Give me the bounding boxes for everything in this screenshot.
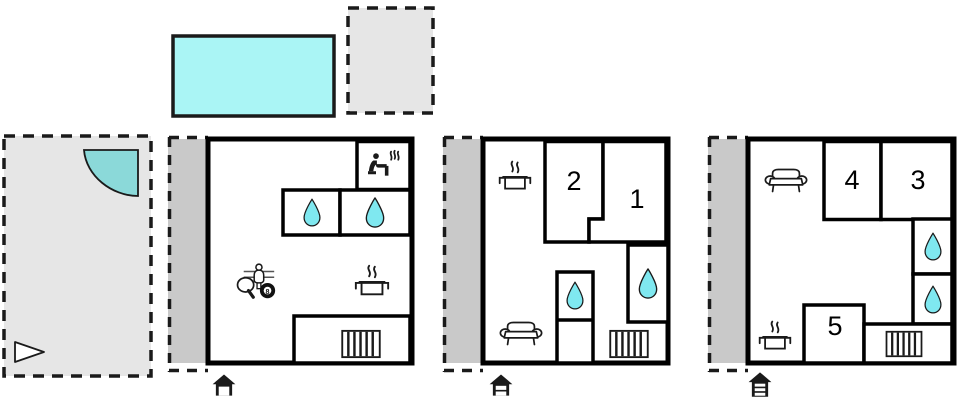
room-heating[interactable]	[862, 322, 954, 365]
floor-shadow-strip	[442, 135, 483, 373]
room-heating[interactable]	[292, 314, 412, 365]
room-sauna[interactable]	[355, 139, 412, 192]
room-heating[interactable]	[609, 329, 649, 359]
floor-ground[interactable]: 2 1	[442, 135, 671, 396]
floor-basement[interactable]	[167, 135, 415, 396]
floor-upper[interactable]: 4 3 5	[707, 135, 957, 397]
radiator-icon	[885, 330, 923, 358]
room-number-4: 4	[844, 165, 859, 195]
entrance-marker-basement	[212, 374, 236, 396]
room-number-2: 2	[566, 166, 581, 196]
room-bedroom-3[interactable]: 3	[879, 139, 954, 222]
room-number-1: 1	[629, 184, 644, 214]
room-bedroom-1[interactable]: 1	[587, 139, 668, 244]
room-bedroom-4[interactable]: 4	[822, 139, 883, 222]
room-bathroom-b[interactable]	[338, 188, 412, 237]
swimming-pool	[171, 34, 336, 118]
room-bathroom-a[interactable]	[281, 188, 342, 237]
corner-terrace	[83, 149, 139, 197]
floor-shadow-strip	[167, 135, 208, 373]
radiator-icon	[341, 329, 381, 359]
outbuilding-plot	[346, 6, 435, 115]
radiator-icon	[609, 329, 649, 359]
room-bathroom-b[interactable]	[911, 272, 954, 326]
direction-marker-icon	[14, 341, 45, 363]
house-3-level-icon	[748, 372, 772, 397]
room-number-5: 5	[827, 311, 842, 341]
room-number-3: 3	[910, 165, 925, 195]
room-bathroom-a[interactable]	[911, 217, 954, 276]
room-bedroom-5[interactable]: 5	[802, 303, 866, 365]
house-1-level-icon	[212, 374, 236, 396]
entrance-marker-upper	[748, 372, 772, 397]
entrance-marker-ground	[489, 374, 513, 396]
house-2-level-icon	[489, 374, 513, 396]
room-bathroom-b[interactable]	[626, 243, 670, 324]
room-bathroom-a[interactable]	[555, 270, 595, 365]
floor-shadow-strip	[707, 135, 748, 373]
